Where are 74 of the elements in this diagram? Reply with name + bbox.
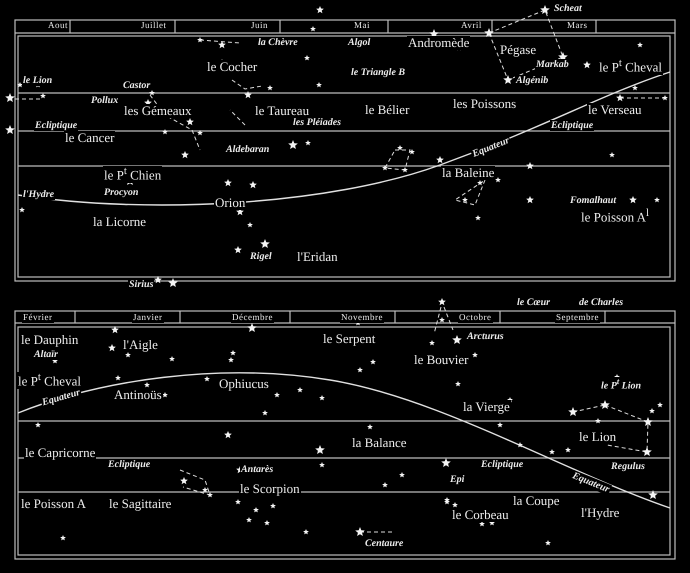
constellation-name: le Lion (578, 430, 618, 444)
star-name: Ecliptique (550, 120, 594, 131)
month-label: Avril (460, 21, 483, 31)
constellation-name: la Coupe (512, 494, 561, 508)
constellation-name: le Scorpion (239, 482, 301, 496)
star-name: Rigel (249, 251, 273, 262)
star-name: Castor (122, 80, 152, 91)
star-name: la Chèvre (257, 37, 299, 48)
month-label: Septembre (555, 313, 600, 323)
month-label: Juillet (140, 21, 168, 31)
constellation-name: la Baleine (441, 166, 496, 180)
month-label: Mai (353, 21, 371, 31)
constellation-name: le Cocher (206, 60, 258, 74)
star-name: Markab (535, 59, 570, 70)
constellation-name: le Bélier (364, 103, 410, 118)
star-name: de Charles (578, 297, 624, 308)
constellation-name: le Bouvier (413, 353, 470, 368)
constellation-name: le Poisson A$^{l}$ (580, 208, 650, 225)
constellation-name: Pégase (499, 43, 538, 58)
star-name: Pollux (90, 95, 120, 106)
constellation-name: le Serpent (322, 332, 376, 346)
constellation-name: le Dauphin (20, 333, 80, 348)
constellation-name: les Gémeaux (123, 104, 193, 118)
constellation-name: le Sagittaire (108, 497, 172, 512)
constellation-name: l'Eridan (296, 250, 339, 264)
star-name: Regulus (610, 461, 646, 472)
month-label: Octobre (458, 313, 492, 323)
star-name: Ecliptique (107, 459, 152, 470)
constellation-name: le Cancer (64, 131, 116, 146)
star-name: Procyon (103, 187, 140, 198)
constellation-name: la Vierge (462, 400, 511, 414)
constellation-name: Antinoüs (113, 388, 163, 402)
star-name: Altaïr (33, 349, 59, 360)
star-name: le Lion (22, 75, 54, 86)
month-label: Aout (47, 21, 69, 31)
constellation-name: le P$^{t}$ Cheval (598, 58, 663, 75)
star-name: Fomalhaut (569, 195, 618, 206)
constellation-name: le Taureau (254, 104, 310, 118)
star-name: le Triangle B (350, 67, 406, 78)
month-label: Novembre (340, 313, 384, 323)
star-name: Algol (347, 37, 372, 48)
star-name: Ecliptique (34, 120, 78, 131)
constellation-name: le Poisson A (20, 497, 88, 512)
constellation-name: le Verseau (587, 103, 643, 118)
constellation-name: le Capricorne (24, 446, 96, 460)
star-name: Antarès (240, 464, 274, 475)
month-label: Février (22, 313, 54, 323)
constellation-name: les Poissons (452, 97, 518, 112)
constellation-name: la Balance (351, 436, 408, 450)
star-name: Arcturus (466, 331, 505, 342)
constellation-name: le Corbeau (451, 508, 510, 522)
month-label: Mars (566, 21, 588, 31)
constellation-name: le P$^{t}$ Chien (103, 166, 162, 183)
month-label: Décembre (231, 313, 274, 323)
star-name: Aldebaran (225, 144, 270, 155)
star-name: le Cœur (516, 297, 552, 308)
star-name: Epi (449, 474, 466, 485)
star-name: Ecliptique (480, 459, 524, 470)
month-label: Juin (250, 21, 270, 31)
star-name: les Pléiades (292, 117, 342, 128)
constellation-name: Ophiucus (218, 377, 270, 392)
constellation-name: Andromède (407, 36, 470, 50)
constellation-name: la Licorne (92, 215, 148, 230)
star-name: l'Hydre (22, 189, 56, 200)
star-name: Scheat (553, 3, 583, 14)
constellation-name: l'Aigle (122, 338, 159, 352)
constellation-name: Orion (214, 196, 246, 210)
star-name: Sirius (128, 279, 154, 290)
constellation-name: l'Hydre (580, 506, 620, 520)
star-name: Centaure (364, 538, 404, 549)
constellation-name: le P$^{t}$ Cheval (17, 372, 82, 389)
month-label: Janvier (132, 313, 164, 323)
star-name: le P$^{t}$ Lion (600, 377, 642, 392)
star-name: Algénib (515, 75, 550, 86)
